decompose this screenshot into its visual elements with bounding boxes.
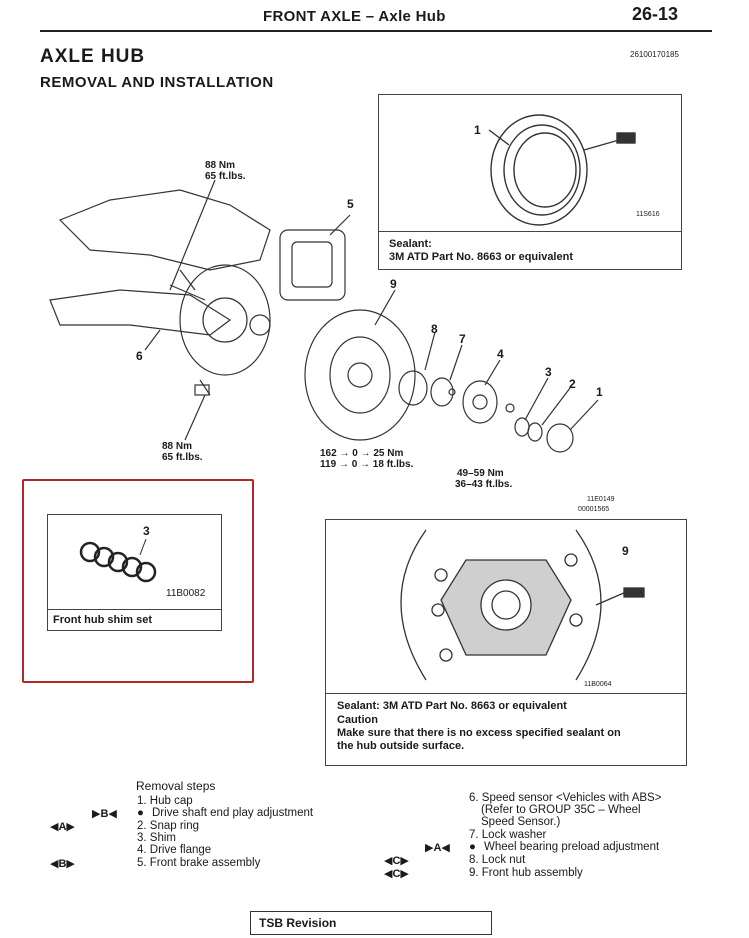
symbol-left-2: ◀A▶ — [50, 821, 75, 833]
callout-4: 4 — [497, 347, 504, 361]
snap-ring — [514, 417, 530, 437]
bullet-left-1: ● — [137, 807, 144, 819]
step-right-4: Wheel bearing preload adjustment — [484, 841, 660, 853]
flange-caption-3: Make sure that there is no excess specif… — [337, 727, 621, 739]
step-left-5: 5. Front brake assembly — [137, 857, 261, 869]
header-title: FRONT AXLE – Axle Hub — [263, 8, 446, 25]
step-left-2: 2. Snap ring — [137, 820, 200, 832]
hubcap-caption-1: Sealant: — [389, 238, 432, 250]
torque-nut-line1: 162 → 0 → 25 Nm — [320, 448, 404, 459]
callout-6: 6 — [136, 349, 143, 363]
flange-caption-1: Sealant: 3M ATD Part No. 8663 or equival… — [337, 700, 567, 712]
step-right-1: (Refer to GROUP 35C – Wheel — [481, 804, 641, 816]
inset-flange: 9 11B0064 Sealant: 3M ATD Part No. 8663 … — [325, 519, 687, 766]
callout-8: 8 — [431, 322, 438, 336]
spindle — [249, 314, 271, 336]
torque-top-nm: 88 Nm — [205, 160, 236, 171]
drive-flange — [462, 380, 498, 424]
shim-figure-code: 11B0082 — [166, 588, 206, 599]
step-left-3: 3. Shim — [137, 832, 176, 844]
callout-2: 2 — [569, 377, 576, 391]
flange-caption-2: Caution — [337, 714, 378, 726]
document-code: 26100170185 — [630, 50, 679, 59]
removal-steps-title: Removal steps — [136, 779, 216, 793]
hubcap-illustration — [488, 114, 636, 226]
step-right-5: 8. Lock nut — [469, 854, 526, 866]
section-subtitle: REMOVAL AND INSTALLATION — [40, 74, 274, 91]
torque-flange-nm: 49–59 Nm — [457, 468, 504, 479]
torque-flange-ftlbs: 36–43 ft.lbs. — [455, 479, 513, 490]
inset-shim: 3 11B0082 Front hub shim set — [47, 514, 222, 631]
shim-set-illustration — [79, 538, 157, 583]
hubcap-figure-code: 11S616 — [636, 211, 660, 218]
torque-nut-line2: 119 → 0 → 18 ft.lbs. — [320, 459, 414, 470]
step-right-2: Speed Sensor.) — [481, 816, 561, 828]
callout-3: 3 — [545, 365, 552, 379]
callout-7: 7 — [459, 332, 466, 346]
step-left-1: Drive shaft end play adjustment — [152, 807, 314, 819]
page-number: 26-13 — [632, 4, 679, 24]
header-rule — [40, 30, 712, 32]
flange-illustration — [400, 529, 645, 681]
upper-control-arm — [58, 189, 271, 271]
lock-nut — [398, 370, 428, 406]
steering-knuckle — [179, 264, 271, 376]
symbol-right-5: ◀C▶ — [384, 855, 409, 867]
flange-figure-code: 11B0064 — [584, 681, 612, 688]
symbol-right-6: ◀C▶ — [384, 868, 409, 880]
shim — [527, 422, 543, 442]
tsb-revision-box: TSB Revision — [250, 911, 492, 935]
torque-bottom-ftlbs: 65 ft.lbs. — [162, 452, 203, 463]
lock-washer — [430, 377, 454, 407]
shim-caption: Front hub shim set — [53, 614, 152, 626]
flange-caption-4: the hub outside surface. — [337, 740, 465, 752]
symbol-left-1: ▶B◀ — [92, 808, 117, 820]
callout-9: 9 — [390, 277, 397, 291]
brake-disc — [304, 309, 416, 441]
step-right-6: 9. Front hub assembly — [469, 867, 583, 879]
callout-5: 5 — [347, 197, 354, 211]
step-left-0: 1. Hub cap — [137, 795, 193, 807]
step-left-4: 4. Drive flange — [137, 844, 212, 856]
step-right-3: 7. Lock washer — [469, 829, 547, 841]
brake-caliper — [279, 229, 346, 301]
hub-cap — [546, 423, 574, 453]
figure-code-1: 11E0149 — [587, 496, 615, 503]
hubcap-caption-2: 3M ATD Part No. 8663 or equivalent — [389, 251, 573, 263]
flange-callout: 9 — [622, 544, 629, 558]
hubcap-callout: 1 — [474, 123, 481, 137]
highlight-box — [22, 479, 254, 683]
figure-code-2: 00001565 — [578, 506, 610, 513]
bullet-right-4: ● — [469, 841, 476, 853]
callout-1: 1 — [596, 385, 603, 399]
torque-bottom-nm: 88 Nm — [162, 441, 193, 452]
symbol-left-5: ◀B▶ — [50, 858, 75, 870]
symbol-right-4: ▶A◀ — [425, 842, 450, 854]
tsb-revision-label: TSB Revision — [259, 916, 337, 930]
shim-callout: 3 — [143, 524, 150, 538]
torque-top-ftlbs: 65 ft.lbs. — [205, 171, 246, 182]
section-title: AXLE HUB — [40, 46, 146, 67]
lower-control-arm — [49, 289, 232, 336]
exploded-diagram — [49, 179, 599, 453]
inset-hubcap: 1 11S616 Sealant: 3M ATD Part No. 8663 o… — [378, 94, 682, 270]
step-right-0: 6. Speed sensor <Vehicles with ABS> — [469, 792, 662, 804]
